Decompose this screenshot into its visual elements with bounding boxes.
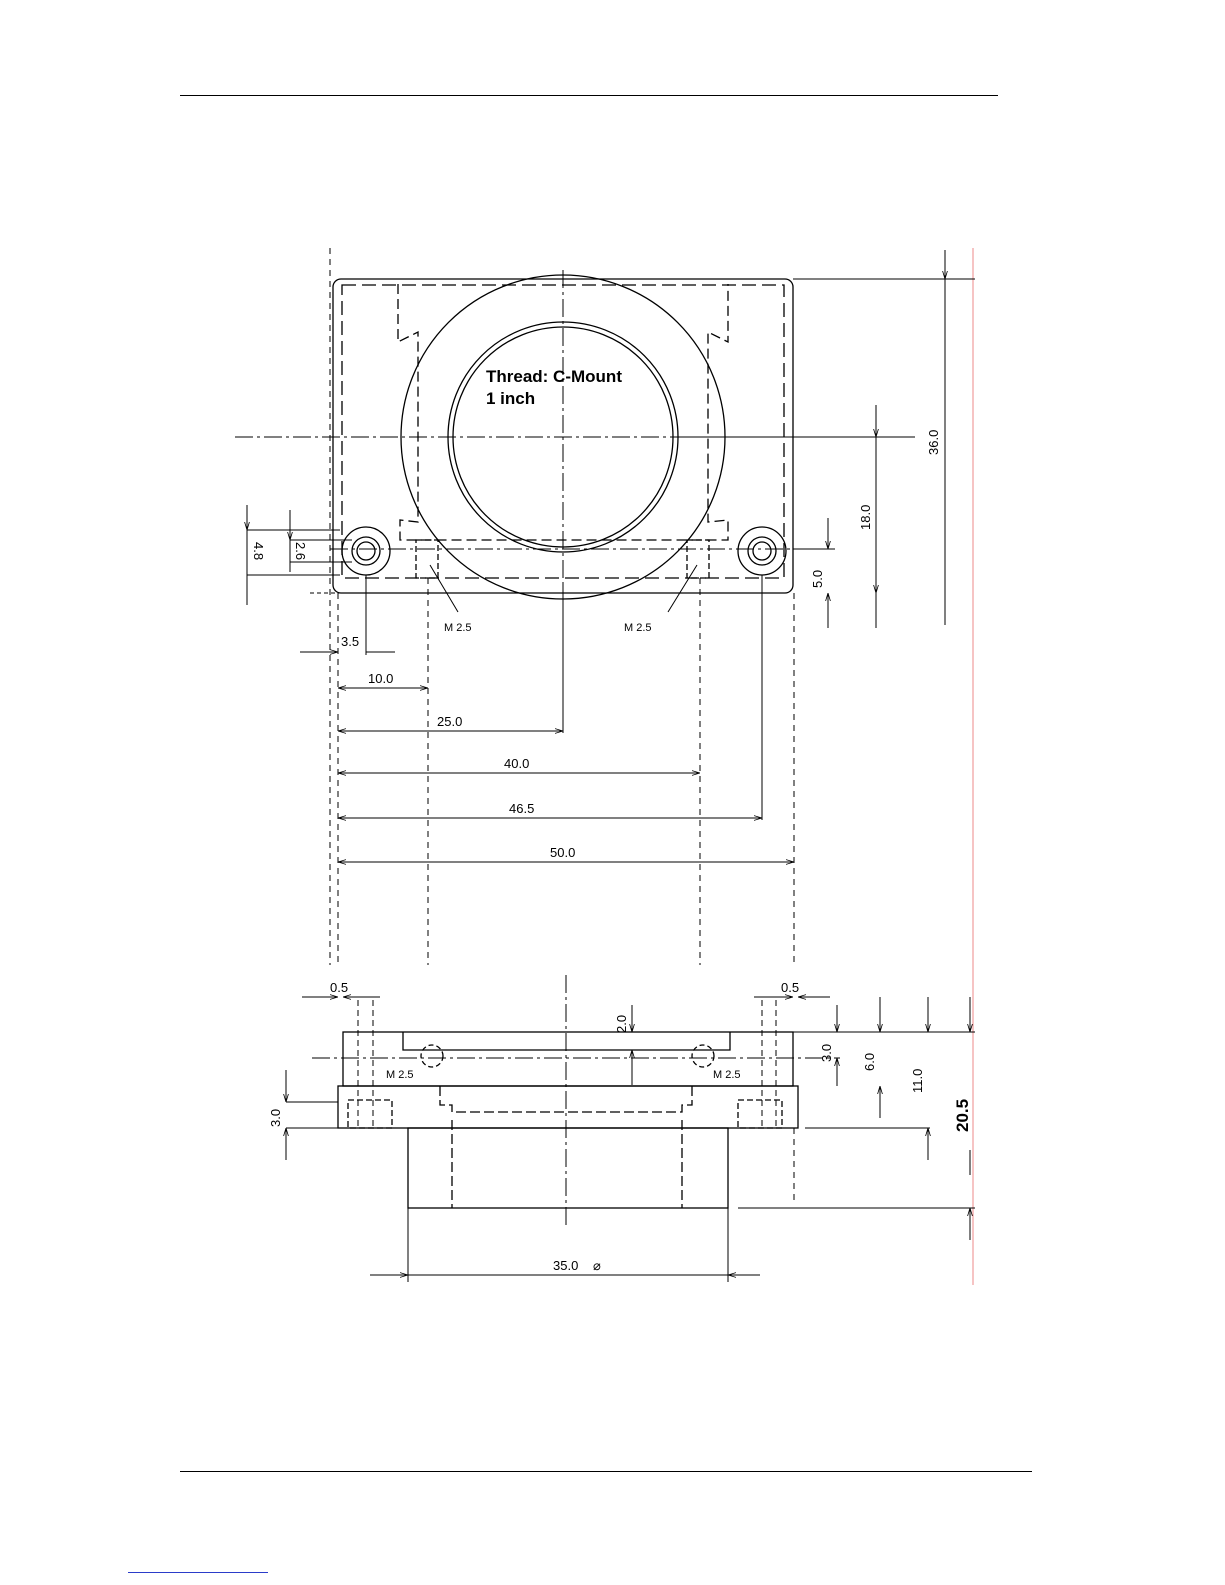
front-dimensions bbox=[247, 250, 945, 862]
dim-5: 5.0 bbox=[810, 570, 825, 588]
hole-left-mid bbox=[352, 537, 380, 565]
dim-18: 18.0 bbox=[858, 505, 873, 530]
side-lower-plate bbox=[338, 1086, 798, 1128]
dim-50: 50.0 bbox=[550, 845, 575, 860]
dim-3-flange: 3.0 bbox=[268, 1109, 283, 1127]
diameter-symbol: ⌀ bbox=[593, 1258, 601, 1273]
dim-0-5-left: 0.5 bbox=[330, 980, 348, 995]
dim-2: 2.0 bbox=[614, 1015, 629, 1033]
dim-0-5-right: 0.5 bbox=[781, 980, 799, 995]
dim-3-top: 3.0 bbox=[819, 1044, 834, 1062]
thread-callout-left: M 2.5 bbox=[444, 622, 472, 634]
side-thread-callout-right: M 2.5 bbox=[713, 1069, 741, 1081]
hole-right-mid bbox=[748, 537, 776, 565]
size-label: 1 inch bbox=[486, 389, 535, 408]
dim-46-5: 46.5 bbox=[509, 801, 534, 816]
dim-4-8: 4.8 bbox=[251, 542, 266, 560]
hole-right-outer bbox=[738, 527, 786, 575]
dim-10: 10.0 bbox=[368, 671, 393, 686]
side-dimensions bbox=[286, 997, 975, 1282]
dim-3-5: 3.5 bbox=[341, 634, 359, 649]
dim-40: 40.0 bbox=[504, 756, 529, 771]
hole-left-outer bbox=[342, 527, 390, 575]
hole-right-inner bbox=[753, 542, 771, 560]
thread-label: Thread: C-Mount bbox=[486, 367, 622, 386]
dim-20-5: 20.5 bbox=[953, 1099, 972, 1132]
dim-6: 6.0 bbox=[862, 1053, 877, 1071]
thread-callout-right: M 2.5 bbox=[624, 622, 652, 634]
dim-11: 11.0 bbox=[910, 1069, 925, 1093]
dim-35: 35.0 bbox=[553, 1258, 578, 1273]
dim-25: 25.0 bbox=[437, 714, 462, 729]
side-thread-callout-left: M 2.5 bbox=[386, 1069, 414, 1081]
dim-36: 36.0 bbox=[926, 430, 941, 455]
side-barrel bbox=[408, 1128, 728, 1208]
hole-left-inner bbox=[357, 542, 375, 560]
front-view bbox=[235, 248, 975, 965]
dim-2-6: 2.6 bbox=[293, 542, 308, 560]
side-view bbox=[312, 975, 840, 1225]
